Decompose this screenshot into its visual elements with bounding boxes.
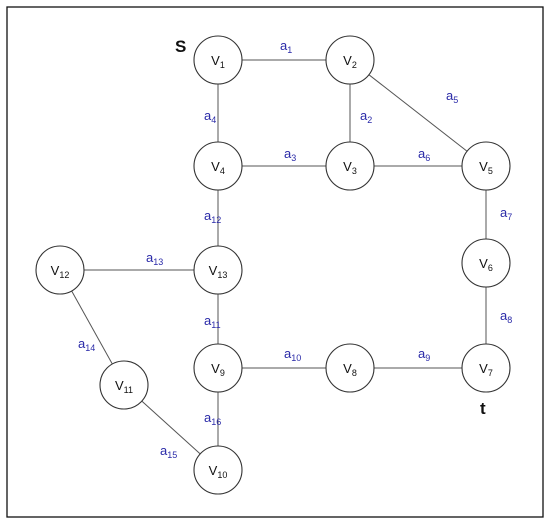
node-circle bbox=[461, 238, 511, 288]
edge-label-a10: a10 bbox=[284, 346, 301, 363]
edge-label-a12: a12 bbox=[204, 208, 221, 225]
node-label-v5: V5 bbox=[479, 159, 493, 176]
source-marker: S bbox=[175, 37, 186, 56]
node-v9: V9 bbox=[193, 343, 243, 393]
edge-label-a8: a8 bbox=[500, 308, 512, 325]
node-circle bbox=[461, 141, 511, 191]
edge-label-a7: a7 bbox=[500, 205, 512, 222]
node-circle bbox=[461, 343, 511, 393]
diagram-frame bbox=[6, 6, 544, 518]
node-label-v2: V2 bbox=[343, 53, 357, 70]
node-circle bbox=[325, 35, 375, 85]
node-label-v4: V4 bbox=[211, 159, 225, 176]
node-circle bbox=[99, 360, 149, 410]
target-marker: t bbox=[480, 399, 486, 418]
edge-a5 bbox=[349, 59, 487, 167]
node-v11: V11 bbox=[99, 360, 149, 410]
node-v13: V13 bbox=[193, 245, 243, 295]
node-v7: V7 bbox=[461, 343, 511, 393]
node-v4: V4 bbox=[193, 141, 243, 191]
node-v8: V8 bbox=[325, 343, 375, 393]
edge-label-a1: a1 bbox=[280, 38, 292, 55]
edge-label-a14: a14 bbox=[78, 336, 95, 353]
node-circle bbox=[193, 35, 243, 85]
edge-label-a4: a4 bbox=[204, 108, 216, 125]
node-circle bbox=[193, 141, 243, 191]
node-label-v9: V9 bbox=[211, 361, 225, 378]
edge-label-a9: a9 bbox=[418, 346, 430, 363]
node-circle bbox=[35, 245, 85, 295]
node-label-v8: V8 bbox=[343, 361, 357, 378]
node-circle bbox=[325, 343, 375, 393]
edge-label-a5: a5 bbox=[446, 88, 458, 105]
node-circle bbox=[193, 245, 243, 295]
edge-label-a6: a6 bbox=[418, 146, 430, 163]
node-label-v3: V3 bbox=[343, 159, 357, 176]
node-circle bbox=[193, 445, 243, 495]
node-circle bbox=[193, 343, 243, 393]
node-label-v1: V1 bbox=[211, 53, 225, 70]
node-label-v11: V11 bbox=[115, 378, 133, 395]
node-label-v7: V7 bbox=[479, 361, 493, 378]
edge-label-a15: a15 bbox=[160, 443, 177, 460]
edge-label-a3: a3 bbox=[284, 146, 296, 163]
node-v6: V6 bbox=[461, 238, 511, 288]
node-label-v12: V12 bbox=[51, 263, 70, 280]
edge-label-a11: a11 bbox=[204, 313, 221, 330]
edge-label-a13: a13 bbox=[146, 250, 163, 267]
edge-label-a2: a2 bbox=[360, 108, 372, 125]
node-v2: V2 bbox=[325, 35, 375, 85]
node-v3: V3 bbox=[325, 141, 375, 191]
node-label-v13: V13 bbox=[209, 263, 228, 280]
node-label-v10: V10 bbox=[209, 463, 228, 480]
node-label-v6: V6 bbox=[479, 256, 493, 273]
node-v12: V12 bbox=[35, 245, 85, 295]
edge-labels-layer: a1 a2 a3 a4 a5 a6 a7 a8 a9 a10 a11 a12 a13 a14 a15 a16 bbox=[78, 38, 512, 460]
node-v1: V1 bbox=[193, 35, 243, 85]
node-circle bbox=[325, 141, 375, 191]
node-v10: V10 bbox=[193, 445, 243, 495]
node-v5: V5 bbox=[461, 141, 511, 191]
edge-label-a16: a16 bbox=[204, 410, 221, 427]
